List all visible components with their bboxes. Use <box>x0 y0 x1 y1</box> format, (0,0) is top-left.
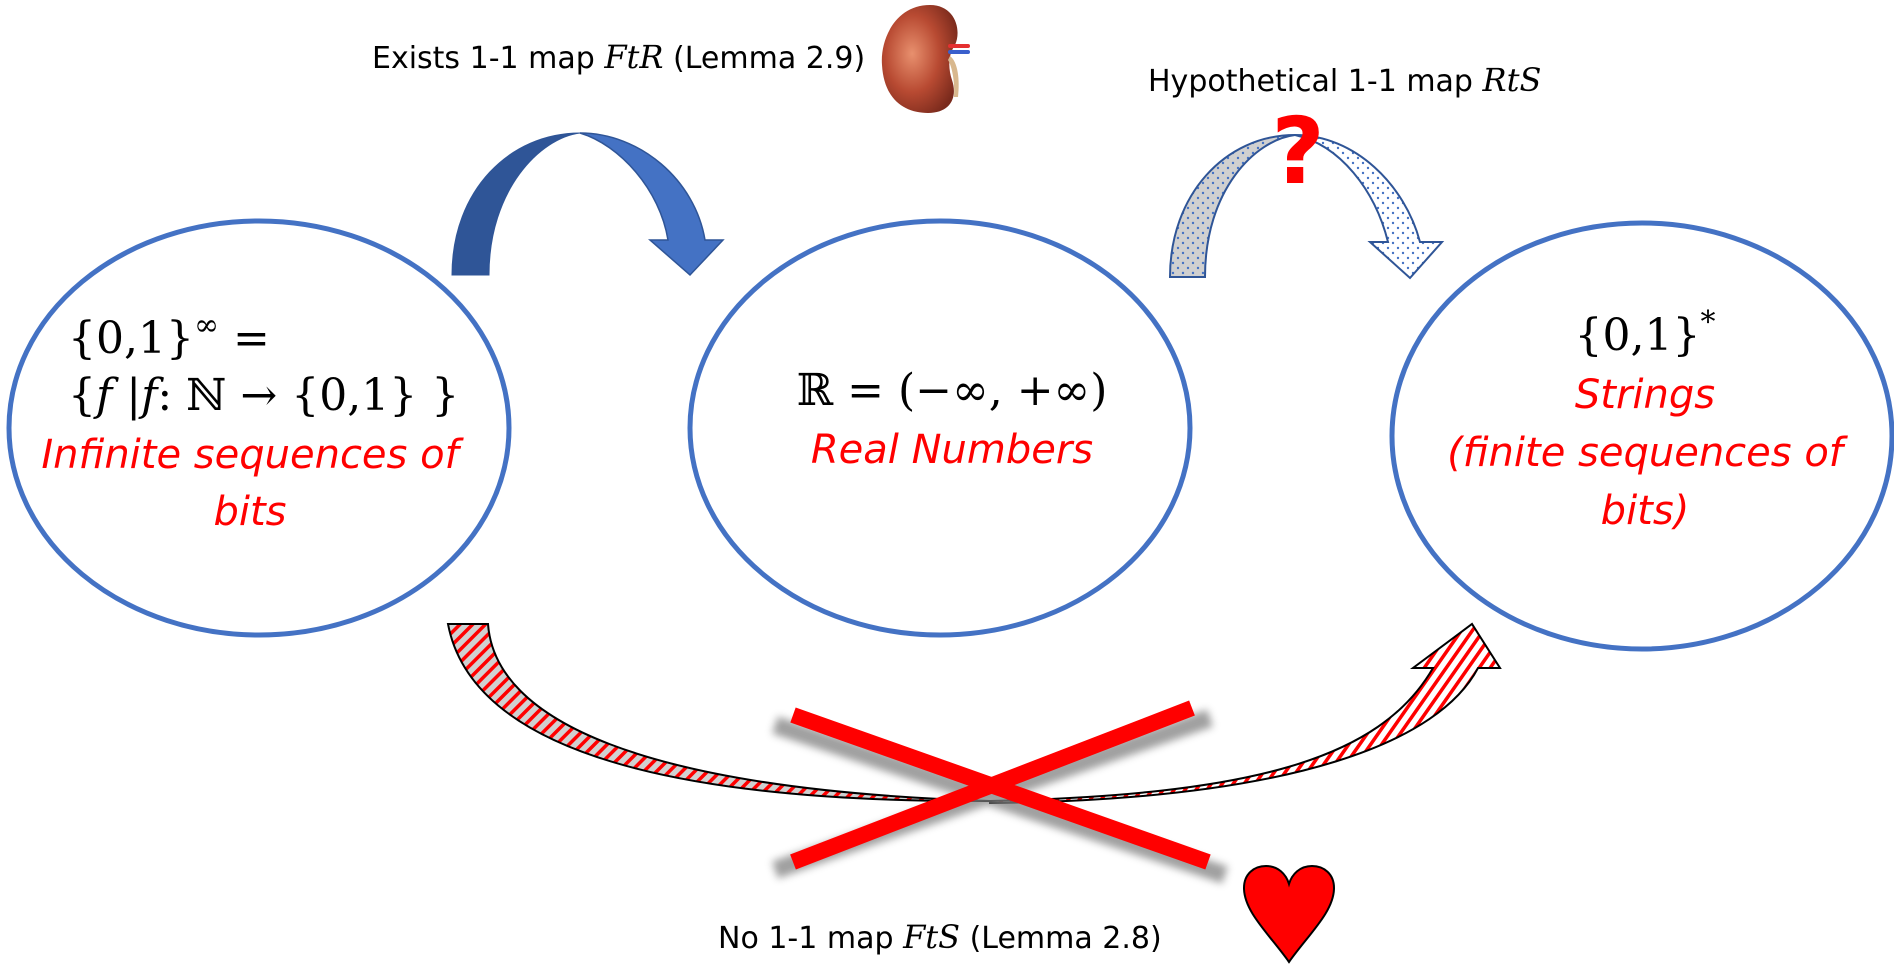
label-ftr: Exists 1-1 map FtR (Lemma 2.9) <box>372 38 865 76</box>
set-desc-infinite-line1: Infinite sequences of <box>41 432 464 478</box>
set-math-infinite-line2: {𝑓 |𝑓: ℕ → {0,1} } <box>68 370 459 421</box>
set-desc-infinite-line2: bits <box>213 489 286 535</box>
cross-mark <box>772 700 1228 884</box>
set-desc-reals: Real Numbers <box>811 427 1093 473</box>
arrow-ftr <box>451 132 725 277</box>
set-math-strings: {0,1}* <box>1575 305 1716 361</box>
heart-icon <box>1242 864 1336 964</box>
question-mark-icon: ? <box>1271 98 1324 205</box>
set-desc-strings-line1: Strings <box>1575 372 1715 418</box>
set-math-infinite-line1: {0,1}∞ = <box>68 308 270 364</box>
set-ellipse-infinite-sequences <box>6 218 512 638</box>
set-desc-strings-line2: (finite sequences of <box>1447 430 1849 476</box>
kidney-icon <box>881 5 970 113</box>
label-fts: No 1-1 map FtS (Lemma 2.8) <box>718 918 1162 956</box>
arrow-rts <box>1168 134 1445 280</box>
set-ellipse-real-numbers <box>687 218 1193 638</box>
set-math-reals: ℝ = (−∞, +∞) <box>797 365 1108 416</box>
set-ellipse-strings <box>1389 220 1894 652</box>
label-rts: Hypothetical 1-1 map RtS <box>1148 61 1541 99</box>
set-desc-strings-line3: bits) <box>1601 488 1690 534</box>
